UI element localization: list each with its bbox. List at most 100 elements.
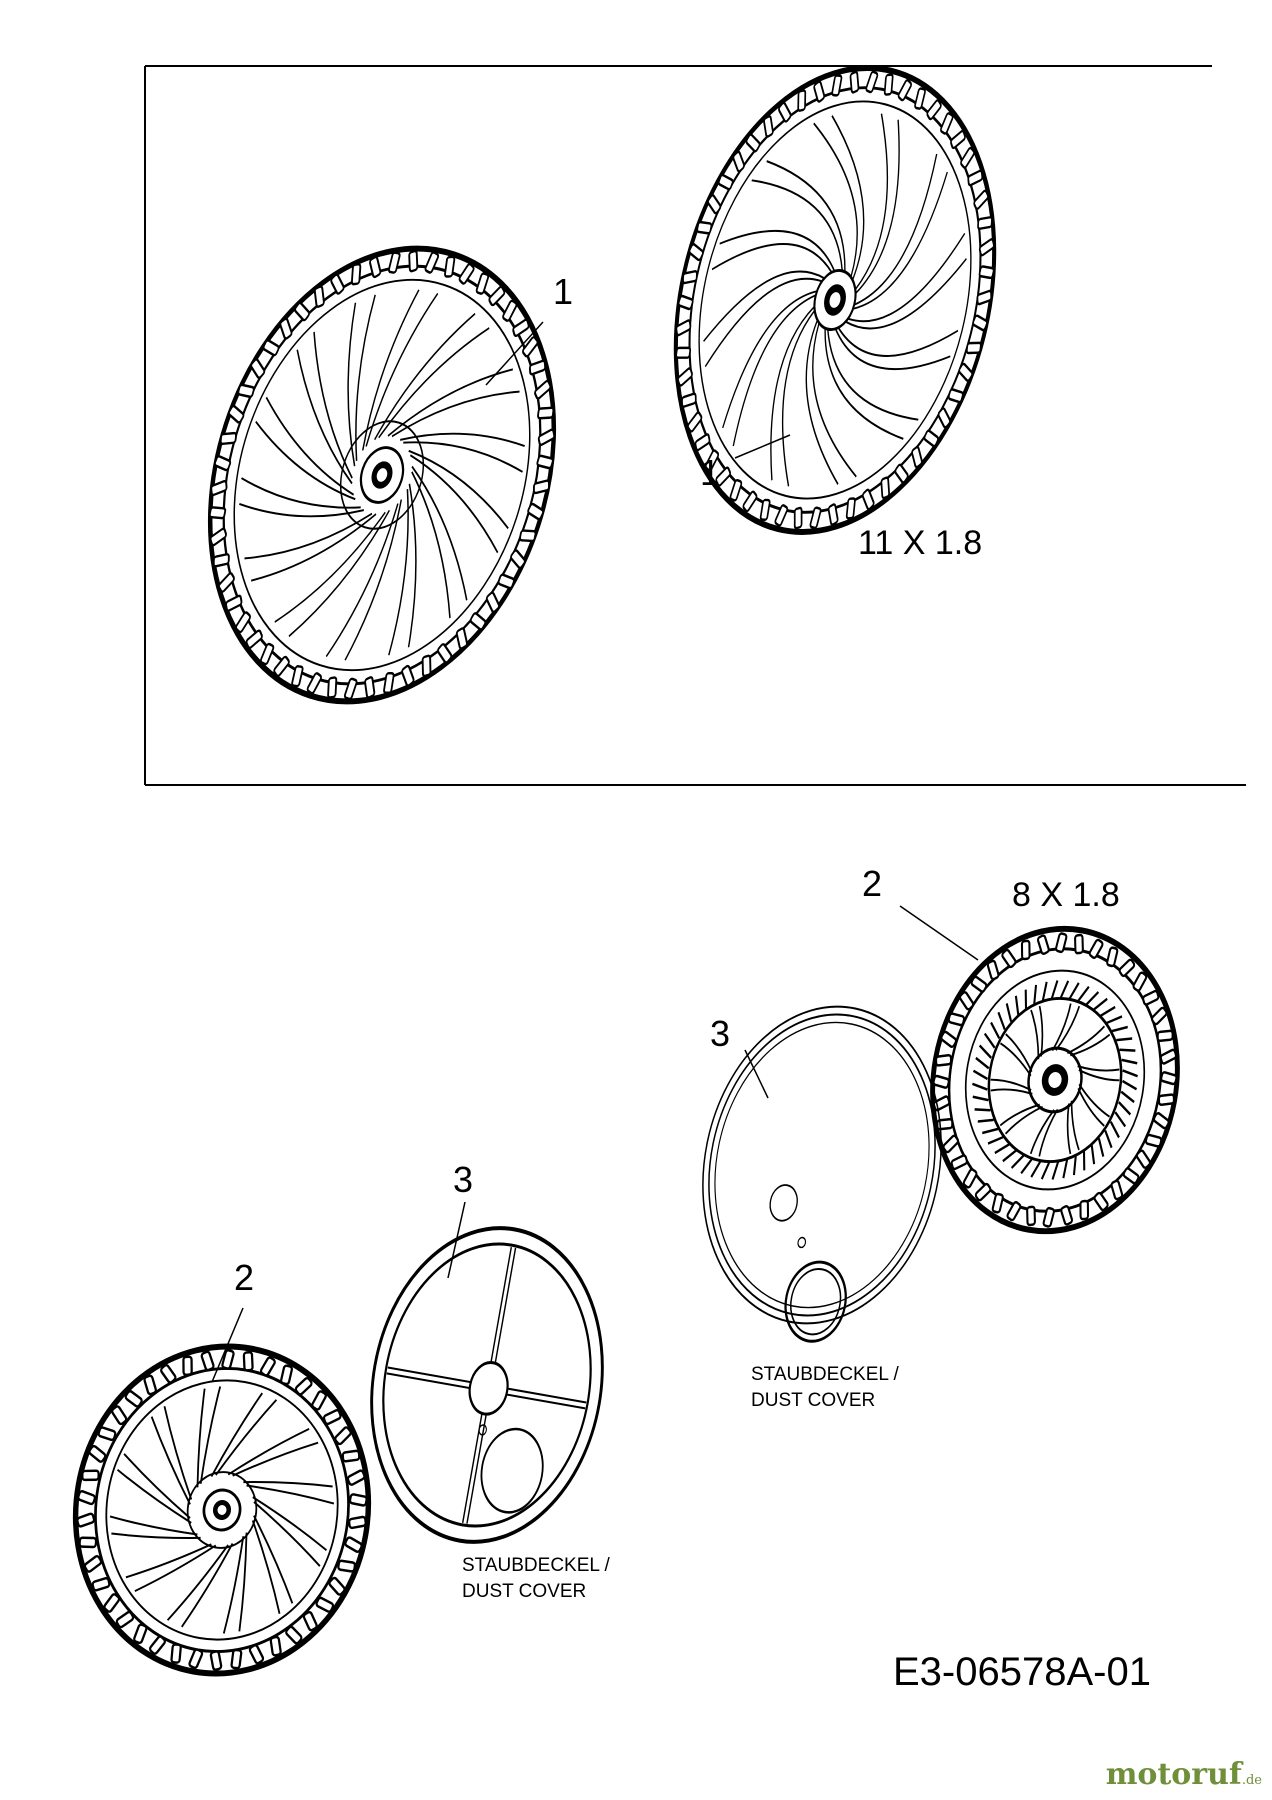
tread-lug <box>519 529 537 543</box>
wheel-spoke <box>274 511 386 623</box>
gear-tooth <box>990 1021 1001 1039</box>
tread-lug <box>1042 1206 1055 1228</box>
tread-lug <box>327 676 338 699</box>
tread-lug <box>424 251 440 274</box>
tread-lug <box>774 504 789 527</box>
wheel-spoke <box>181 1543 234 1628</box>
gear-tooth <box>1122 1069 1138 1078</box>
tread-lug <box>210 479 228 497</box>
tread-lug <box>976 289 993 306</box>
tread-lug <box>865 70 879 94</box>
tread-lug <box>475 272 490 295</box>
tread-lug <box>285 1625 303 1645</box>
wheel-spoke <box>781 309 816 487</box>
tread-lug <box>341 1449 361 1463</box>
wheel-8in-right <box>930 925 1180 1235</box>
size-label-large: 11 X 1.8 <box>858 524 983 562</box>
gear-tooth <box>1002 1149 1018 1163</box>
wheel-spoke <box>313 331 353 479</box>
wheel-spoke <box>391 390 520 438</box>
upper-frame <box>144 65 1246 786</box>
tread-lug <box>350 263 362 286</box>
tread-lug <box>76 1512 96 1528</box>
tread-lug <box>91 1576 111 1592</box>
wheel-spoke <box>232 1441 319 1477</box>
tread-lug <box>914 87 926 110</box>
tread-lug <box>778 101 792 123</box>
gear-tooth <box>1040 1161 1051 1180</box>
gear-tooth <box>1100 1005 1116 1018</box>
tread-lug <box>536 454 554 470</box>
tread-lug <box>209 527 227 547</box>
wheel-spoke <box>845 257 967 330</box>
wheel-spoke <box>805 319 839 485</box>
tread-lug <box>793 506 803 530</box>
tread-lug <box>707 194 722 215</box>
tread-lug <box>813 80 826 103</box>
tread-lug <box>897 79 912 102</box>
tread-lug <box>694 433 711 452</box>
tread-lug <box>1132 971 1148 992</box>
tread-lug <box>488 285 506 307</box>
tread-lug <box>230 1648 243 1670</box>
wheel-spoke <box>244 512 373 560</box>
gear-tooth <box>1072 1155 1077 1176</box>
wheel-spoke <box>847 232 966 323</box>
tread-lug <box>291 665 304 688</box>
tread-lug <box>958 362 973 382</box>
gear-tooth <box>1050 980 1059 1000</box>
tread-lug <box>1156 1029 1174 1043</box>
gear-tooth <box>1077 985 1090 1003</box>
gear-tooth <box>983 1032 996 1049</box>
tread-lug <box>940 1030 957 1048</box>
tread-lug <box>729 478 743 502</box>
dust-cover-label-right-line1: STAUBDECKEL / <box>751 1364 899 1385</box>
gear-tooth <box>1014 995 1020 1015</box>
tread-lug <box>827 503 839 526</box>
wheel-spoke <box>1038 1005 1044 1057</box>
tread-lug <box>528 359 547 376</box>
wheel-spoke <box>355 294 376 462</box>
tread-lug <box>959 991 975 1011</box>
gear-tooth <box>1085 991 1100 1006</box>
wheel-spoke <box>1078 1083 1110 1118</box>
watermark-logo: motoruf.de <box>1106 1757 1262 1792</box>
gear-tooth <box>977 1118 994 1123</box>
wheel-spoke <box>196 1388 206 1488</box>
tread-lug <box>763 115 774 138</box>
wheel-spoke <box>325 503 399 658</box>
tread-lug <box>537 406 555 420</box>
callout-2-right: 2 <box>862 863 883 904</box>
tread-lug <box>537 428 556 446</box>
tread-lug <box>259 642 275 666</box>
wheel-spoke <box>378 327 490 439</box>
tread-lug <box>965 341 982 355</box>
gear-tooth <box>1010 1154 1025 1169</box>
wheel-spoke <box>1070 1033 1111 1057</box>
wheel-spoke <box>215 1399 278 1476</box>
tread-lug <box>861 488 875 511</box>
tread-lug <box>932 1074 950 1089</box>
callout-1-top-right: 1 <box>700 452 721 493</box>
tread-lug <box>344 1536 363 1553</box>
tread-lug <box>797 89 807 112</box>
wheel-spoke <box>1038 1108 1059 1157</box>
gear-tooth <box>982 1127 999 1135</box>
gear-tooth <box>1005 1003 1013 1023</box>
tread-lug <box>81 1469 100 1482</box>
gear-tooth <box>1090 1145 1096 1165</box>
size-label-small: 8 X 1.8 <box>1012 876 1120 914</box>
tread-lug <box>133 1623 148 1645</box>
tread-lug <box>1106 946 1119 968</box>
tread-lug <box>1159 1048 1177 1065</box>
wheel-spoke <box>852 171 948 310</box>
gear-tooth <box>972 1069 988 1081</box>
wheel-spoke <box>1067 1025 1105 1055</box>
tread-lug <box>1122 1167 1140 1185</box>
tread-lug <box>947 388 964 404</box>
gear-tooth <box>975 1056 990 1070</box>
tread-lug <box>280 1364 293 1386</box>
tread-lug <box>337 1559 357 1573</box>
gear-tooth <box>1122 1079 1138 1091</box>
wheel-spoke <box>253 1501 321 1567</box>
